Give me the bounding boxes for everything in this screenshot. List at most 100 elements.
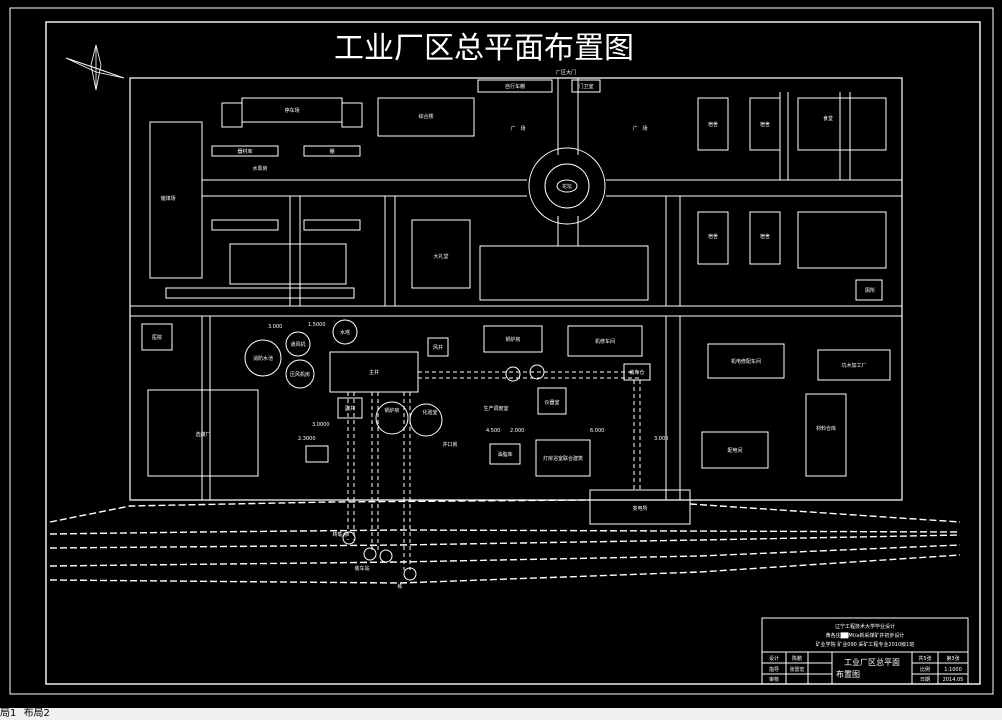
tb-advisor-label: 指导 [769, 666, 779, 673]
inner-border [45, 21, 981, 685]
tb-drawing-name-2: 布置图 [836, 669, 860, 679]
wc-label: 厕所 [865, 287, 875, 294]
dim-4: 2.3000 [298, 436, 316, 442]
tb-sheet-no: 第3张 [946, 655, 959, 662]
site-boundary [129, 77, 903, 501]
rail-nodes [342, 531, 417, 581]
auditorium-label: 大礼堂 [433, 253, 448, 260]
dim-5: 4.500 [486, 428, 500, 434]
tb-scale-value: 1:1000 [944, 667, 962, 673]
storage2-label: 油脂库 [497, 451, 512, 458]
bike-shed [477, 79, 553, 93]
boiler-2-label: 锅炉房 [384, 407, 399, 414]
roundabout [528, 147, 606, 225]
main-gate-label: 厂区大门 [556, 69, 576, 76]
dorm-1-label: 宿舍 [708, 121, 718, 128]
pump-label: 压风机房 [290, 371, 310, 378]
coal-plant [147, 389, 259, 477]
cafeteria-label: 食堂 [823, 115, 833, 122]
boiler-label: 锅炉房 [505, 336, 520, 343]
tb-scale-label: 比例 [920, 666, 930, 673]
tab-layout2[interactable]: 布局2 [23, 708, 50, 719]
storage-label: 材料仓库 [816, 425, 836, 432]
coal-yard-label: 储煤场 [160, 195, 175, 202]
square-left-label: 广 场 [510, 125, 525, 132]
tb-dept: 矿业学院 矿业090 采矿工程专业2010级1班 [816, 641, 915, 648]
transfer-label: 变电所 [632, 505, 647, 512]
tb-school: 辽宁工程技术大学毕业设计 [835, 623, 895, 630]
clinic-label: 医院 [152, 334, 162, 341]
north-arrow-icon [65, 44, 125, 91]
hub-label: 通风机 [290, 341, 305, 348]
dim-7: 6.000 [590, 428, 604, 434]
parking-label: 停车场 [284, 107, 299, 114]
tb-design-label: 设计 [769, 655, 779, 662]
buildings [141, 79, 891, 525]
pool-label: 消防水池 [253, 355, 273, 362]
lamp-room-label: 灯房浴室联合建筑 [543, 455, 583, 462]
guard-room [571, 79, 601, 93]
dim-3: 3.0000 [312, 422, 330, 428]
substation2-label: 转载点 [332, 531, 347, 538]
rail-station-label: 装车站 [354, 565, 369, 572]
dorm-2 [749, 97, 781, 151]
roads [130, 78, 902, 500]
dorm-4 [749, 211, 781, 265]
tb-date-value: 2014.05 [943, 677, 964, 683]
dorm-3-label: 宿舍 [708, 233, 718, 240]
inst-area-label: 仪器室 [544, 399, 559, 406]
shed-label: 棚 [329, 148, 334, 155]
dim-1: 3.000 [268, 324, 282, 330]
aux-shaft-label: 副井 [345, 405, 355, 412]
dorm-1 [697, 97, 729, 151]
office-building [377, 97, 475, 137]
tb-date-label: 日期 [920, 677, 930, 683]
warehouse-a-label: 器材库 [237, 148, 252, 155]
transfer [589, 489, 691, 525]
auditorium [411, 219, 471, 289]
machine-shop-label: 坑木加工厂 [841, 362, 866, 369]
coal-yard [149, 121, 203, 279]
waterplant-label: 水泵房 [252, 165, 267, 172]
tab-layout1[interactable]: 局1 [0, 708, 17, 719]
tb-design-name: 陈鹏 [792, 655, 802, 662]
outer-border [9, 7, 994, 695]
tb-review-label: 审核 [769, 676, 779, 683]
conveyors [347, 371, 641, 570]
tower-label: 水塔 [340, 329, 350, 336]
ecoa-label: 机修车间 [595, 338, 615, 345]
tb-drawing-name-1: 工业厂区总平面 [844, 657, 900, 667]
cafeteria [797, 97, 887, 151]
workshop-big [707, 343, 785, 379]
fan-label: 风井 [433, 344, 443, 351]
workshop-label: 机电修配车间 [731, 358, 761, 365]
loading-label: 装车仓 [629, 369, 644, 376]
dim-8: 3.000 [654, 436, 668, 442]
tb-project: 黄各庄██Mt/a新采煤矿井初步设计 [826, 632, 905, 639]
tanks [244, 319, 545, 437]
chem-label: 化验室 [422, 409, 437, 416]
main-shaft-label: 主井 [369, 369, 379, 376]
clinic [141, 323, 173, 351]
title-block [761, 617, 969, 685]
dim-2: 1.5000 [308, 322, 326, 328]
elec-room-label: 配电间 [727, 447, 742, 454]
tb-sheet-label: 共5张 [918, 655, 931, 662]
dorm-3 [697, 211, 729, 265]
tb-advisor-name: 张雷宏 [789, 666, 804, 673]
layout-tabs: 局1 布局2 [0, 708, 1002, 720]
office-label: 综合楼 [418, 113, 433, 120]
wc [855, 279, 883, 301]
dorm-4-label: 宿舍 [760, 233, 770, 240]
rest-label: 井口房 [442, 441, 457, 448]
guard-room-label: 门卫室 [578, 83, 593, 90]
coal-plant-label: 选煤厂 [195, 431, 210, 438]
bike-shed-label: 自行车棚 [505, 83, 525, 90]
plaza-center-label: 花坛 [562, 183, 572, 190]
dorm-2-label: 宿舍 [760, 121, 770, 128]
dim-6: 2.000 [510, 428, 524, 434]
rail-tracks [49, 499, 961, 584]
drawing-title: 工业厂区总平面布置图 [334, 31, 634, 66]
mine-office-label: 生产调度室 [483, 405, 508, 412]
